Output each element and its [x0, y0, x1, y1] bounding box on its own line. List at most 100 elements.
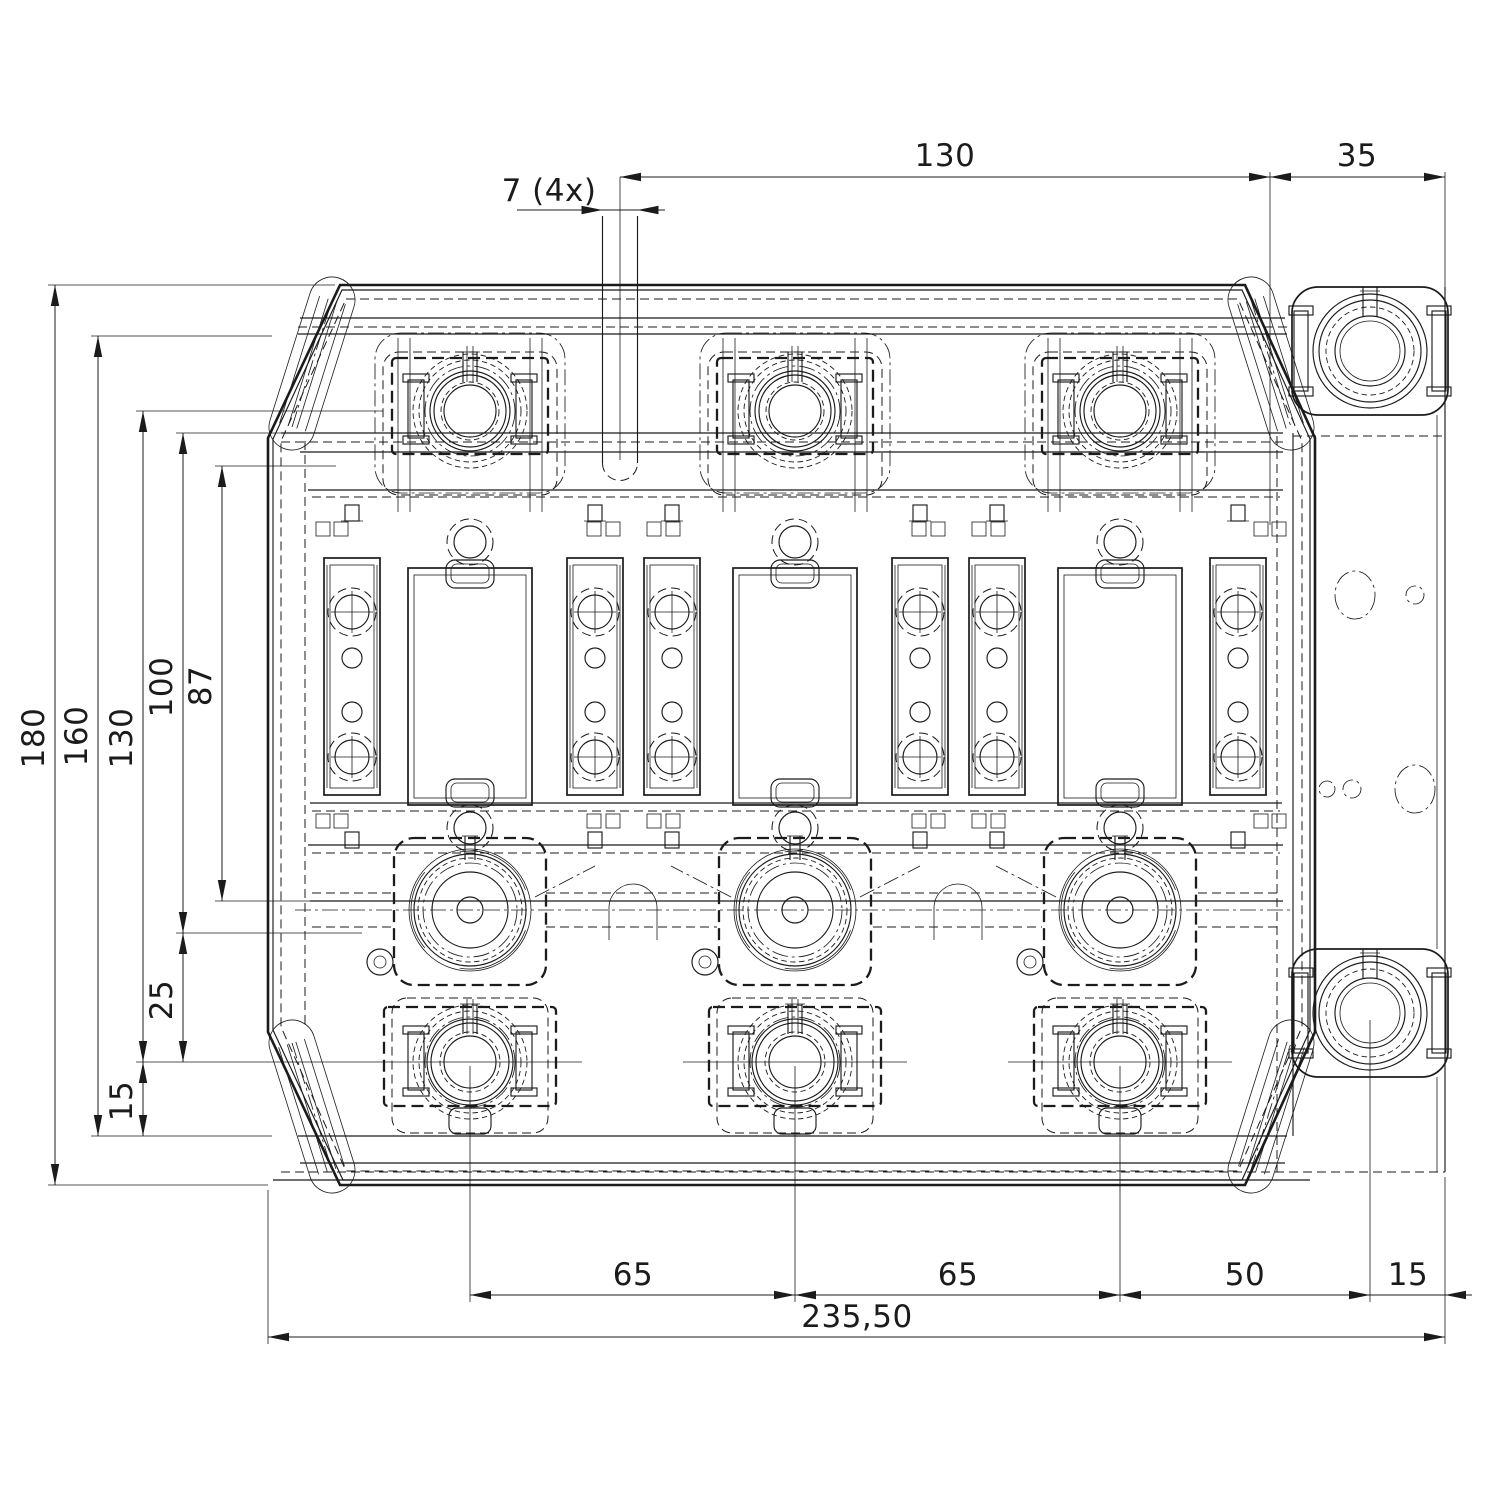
corner-bevel-strip — [268, 276, 356, 451]
arch — [933, 883, 983, 940]
dim-arrowhead — [1424, 1332, 1445, 1342]
outer-outline — [266, 283, 1317, 1187]
window-tab — [445, 559, 495, 589]
clip — [930, 813, 946, 829]
window-tab — [1095, 778, 1145, 808]
rect — [727, 435, 755, 445]
line — [995, 865, 1057, 898]
dim-label-65a: 65 — [613, 1257, 653, 1293]
rail-hole — [1227, 647, 1249, 669]
plate-hole — [1394, 764, 1436, 814]
dim-label-top-35: 35 — [1337, 138, 1377, 174]
rect — [402, 435, 430, 445]
circle — [431, 871, 509, 949]
circle — [1062, 353, 1178, 469]
dim-arrowhead — [93, 1115, 103, 1136]
circle — [417, 857, 523, 963]
circle — [1106, 896, 1134, 924]
rect — [727, 1087, 755, 1097]
line — [1255, 1044, 1297, 1172]
dim-label-130: 130 — [104, 708, 140, 769]
rail-stud — [1230, 831, 1246, 849]
pole-boss — [453, 811, 487, 845]
pole-boss — [1103, 525, 1137, 559]
rail-stud — [912, 504, 928, 522]
terminal-bracket — [515, 379, 533, 439]
clip — [1253, 521, 1269, 537]
circle — [446, 518, 494, 566]
circle — [972, 587, 1022, 637]
rect — [649, 564, 695, 789]
line — [304, 1038, 345, 1167]
clip — [1253, 813, 1269, 829]
dim-arrowhead — [217, 880, 227, 901]
terminal-bracket — [407, 379, 425, 439]
circle — [1072, 862, 1168, 958]
boss-pin-hole — [691, 948, 719, 976]
rect — [1426, 386, 1452, 397]
line — [1254, 298, 1296, 426]
plate-hole — [1318, 780, 1336, 798]
circle — [433, 374, 507, 448]
inner-outline — [272, 289, 1311, 1181]
terminal-bracket — [1057, 379, 1075, 439]
circle — [327, 587, 377, 637]
rect — [450, 782, 490, 803]
clip — [333, 521, 349, 537]
line — [670, 865, 732, 898]
circle — [758, 374, 832, 448]
rect — [1215, 564, 1261, 789]
window-tab — [770, 559, 820, 589]
boss-lobe-arc — [735, 871, 751, 949]
terminal-bracket — [840, 379, 858, 439]
circle — [743, 359, 847, 463]
circle — [1096, 518, 1144, 566]
circle — [1081, 871, 1159, 949]
circle — [647, 732, 697, 782]
rect — [1426, 305, 1452, 316]
clip — [665, 521, 681, 537]
rail-stud — [587, 831, 603, 849]
circle — [429, 370, 511, 452]
circle — [1312, 293, 1428, 409]
rect — [402, 1087, 430, 1097]
tab-bracket — [1293, 972, 1309, 1054]
rect — [572, 564, 618, 789]
dim-arrowhead — [178, 1041, 188, 1062]
pole-boss — [453, 525, 487, 559]
dim-label-15: 15 — [104, 1081, 140, 1121]
circle — [1325, 968, 1415, 1058]
top-terminal-3 — [1024, 332, 1216, 512]
key-slot — [601, 216, 639, 481]
rail-outline — [643, 557, 701, 796]
rect — [510, 373, 538, 383]
rect — [1160, 373, 1188, 383]
rect — [835, 435, 863, 445]
terminal-bracket — [515, 1031, 533, 1091]
rail-stud — [664, 831, 680, 849]
clip — [665, 813, 681, 829]
pole-boss — [778, 525, 812, 559]
rect — [1052, 435, 1080, 445]
rail-stud — [1230, 504, 1246, 522]
line — [304, 304, 346, 432]
circle — [781, 896, 809, 924]
dim-arrowhead — [1349, 1290, 1370, 1300]
circle — [1339, 320, 1401, 382]
boss-lobe-arc — [459, 850, 526, 890]
window-outline — [1057, 567, 1183, 806]
line — [1250, 1042, 1292, 1171]
boss-lobe-arc — [1060, 871, 1076, 949]
fuse-window-3 — [1057, 518, 1183, 852]
housing-details — [315, 521, 1287, 940]
clip — [971, 521, 987, 537]
terminal-flange — [390, 356, 550, 456]
rail-stud — [989, 504, 1005, 522]
dim-label-65b: 65 — [938, 1257, 978, 1293]
circle — [647, 587, 697, 637]
circle — [747, 862, 843, 958]
circle — [443, 384, 497, 438]
clip — [605, 521, 621, 537]
dim-arrowhead — [138, 1062, 148, 1083]
rail-stud — [912, 831, 928, 849]
